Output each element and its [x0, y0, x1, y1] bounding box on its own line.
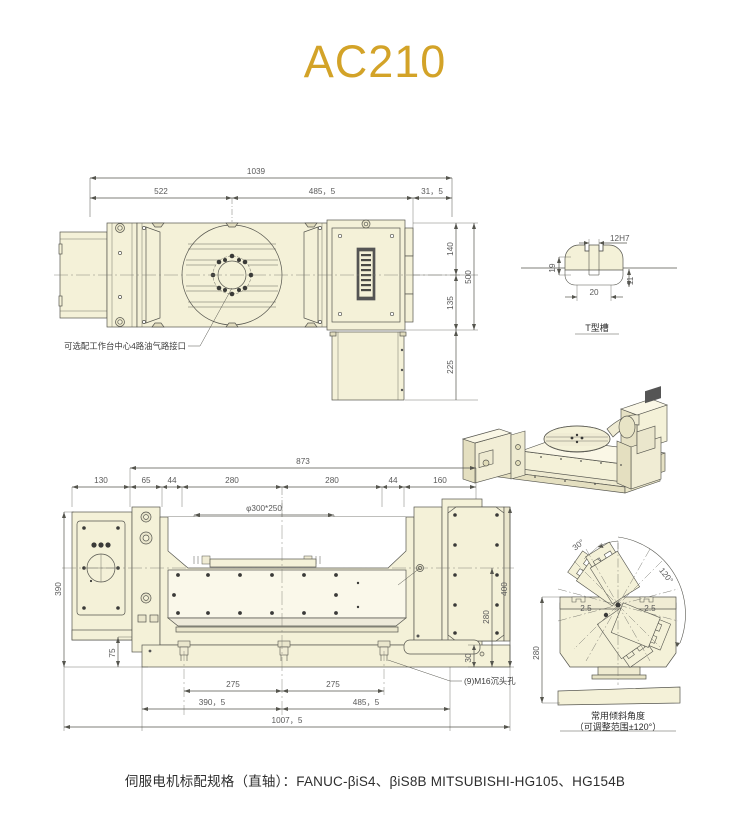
dim-400: 400	[500, 582, 509, 596]
dim-75: 75	[108, 648, 117, 658]
dim-30: 30	[464, 653, 473, 663]
dim-table-size: φ300*250	[246, 504, 282, 513]
dim-12H7: 12H7	[610, 234, 630, 243]
tilt-angle-diagram: 30° 120° 2.5 2.5 280 常用倾斜角度 （可调整范围±120°）	[528, 525, 713, 735]
note-oil-gas-port: 可选配工作台中心4路油气路接口	[64, 341, 186, 351]
dim-160: 160	[433, 476, 447, 485]
dim-19: 19	[548, 263, 557, 273]
t-slot-label: T型槽	[585, 322, 609, 333]
dim-280-vert: 280	[482, 610, 491, 624]
dim-44-left: 44	[167, 476, 177, 485]
dim-485-5-plan: 485，5	[353, 698, 380, 707]
angle-30: 30°	[571, 538, 586, 553]
dim-overall-1039: 1039	[247, 167, 266, 176]
dim-135: 135	[446, 296, 455, 310]
servo-motor-caption: 伺服电机标配规格（直轴）：FANUC-βiS4、βiS8B MITSUBISHI…	[124, 774, 626, 789]
dim-500: 500	[464, 270, 473, 284]
dim-280-right: 280	[325, 476, 339, 485]
dim-873: 873	[296, 457, 310, 466]
dim-31-5: 31，5	[421, 187, 443, 196]
plan-top-view: 873 130 65 44 280 280 44 160 φ300*250 39…	[54, 455, 518, 740]
dim-130: 130	[94, 476, 108, 485]
dim-225: 225	[446, 360, 455, 374]
dim-44-right: 44	[388, 476, 398, 485]
tilt-caption-line1: 常用倾斜角度	[591, 710, 645, 721]
dim-280-tilt: 280	[532, 646, 541, 660]
dim-485-5: 485，5	[309, 187, 336, 196]
front-elevation-view: 1039 522 485，5 31，5 140 135 500 225 可选配工…	[54, 160, 510, 401]
note-m16-counterbore: (9)M16沉头孔	[464, 676, 516, 686]
dim-275-left: 275	[226, 680, 240, 689]
dim-65: 65	[141, 476, 151, 485]
dim-522: 522	[154, 187, 168, 196]
dim-390-5: 390，5	[199, 698, 226, 707]
tilt-caption-line2: （可调整范围±120°）	[575, 721, 662, 732]
page-title: AC210	[303, 36, 447, 87]
dim-20: 20	[589, 288, 599, 297]
dim-140: 140	[446, 242, 455, 256]
dim-1007-5: 1007，5	[272, 716, 303, 725]
dim-11: 11	[626, 276, 635, 285]
angle-2-5-left: 2.5	[580, 604, 592, 613]
dim-280-left: 280	[225, 476, 239, 485]
angle-2-5-right: 2.5	[644, 604, 656, 613]
dim-390: 390	[54, 582, 63, 596]
dim-275-right: 275	[326, 680, 340, 689]
t-slot-detail: 12H7 19 11 20 T型槽	[515, 234, 690, 345]
angle-120: 120°	[657, 566, 675, 585]
isometric-3d-view	[455, 386, 690, 495]
